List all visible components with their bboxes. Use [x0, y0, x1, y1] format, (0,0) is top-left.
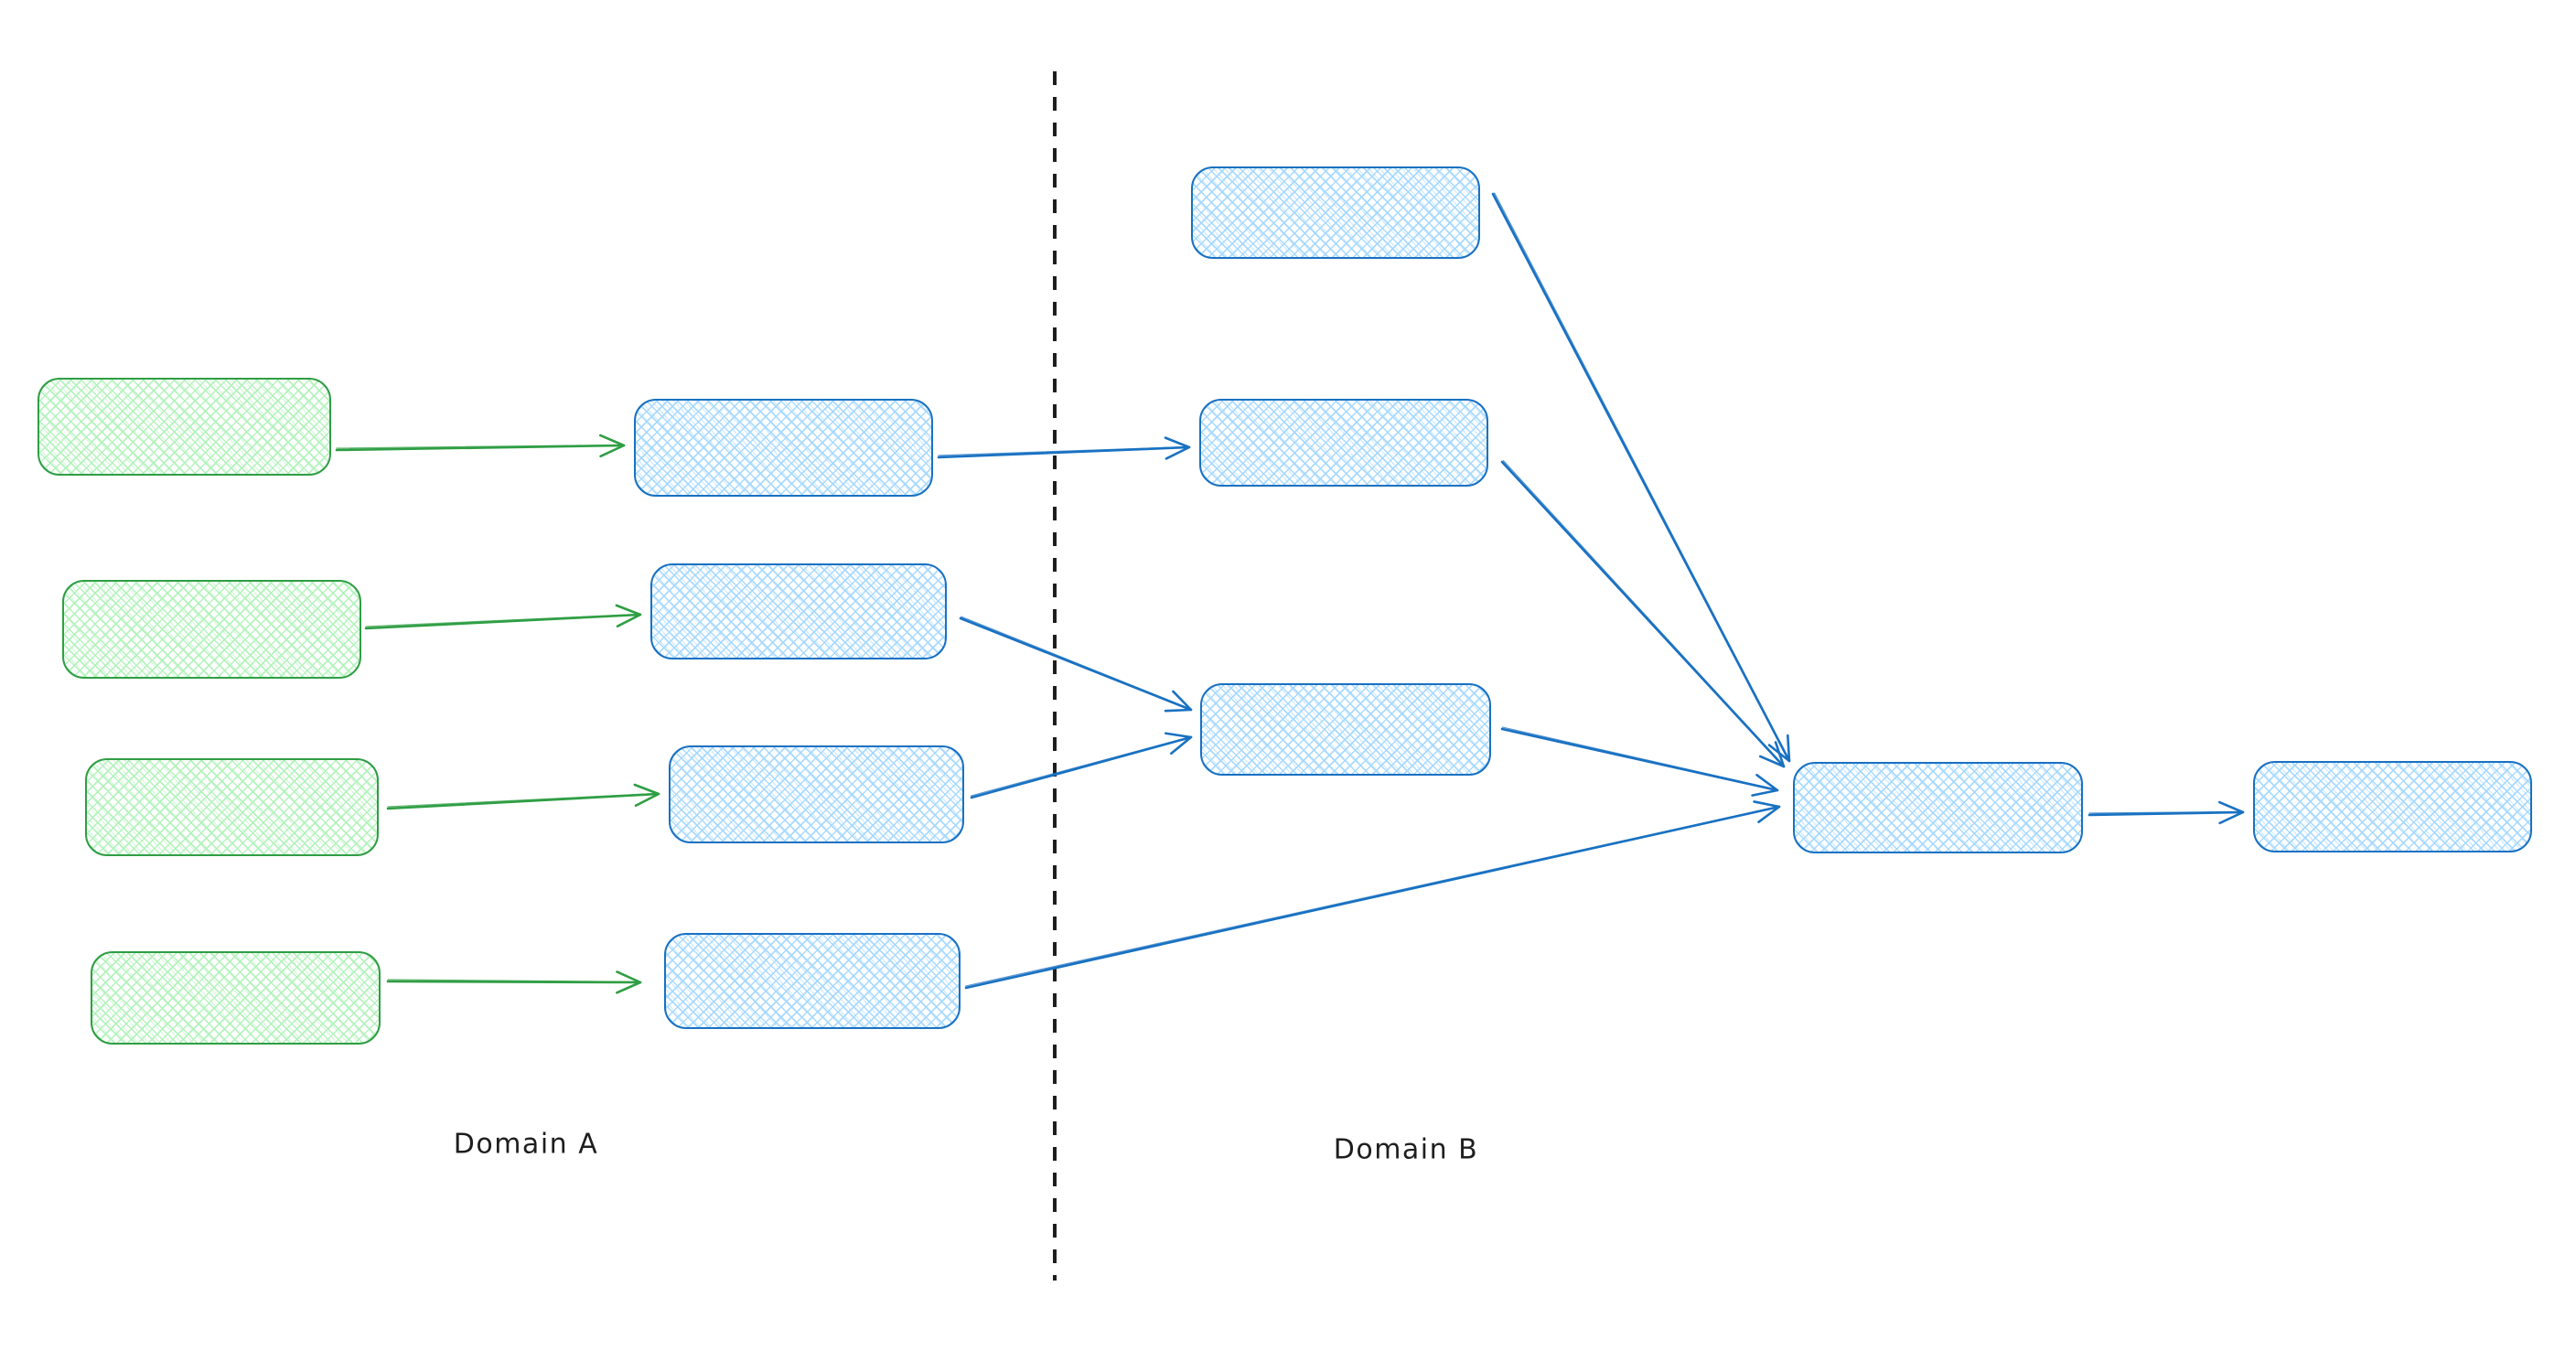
arrow-blue-b2-to-blue-merge: [1500, 460, 1786, 768]
node-blue-a4: [664, 933, 961, 1029]
node-blue-a1: [634, 399, 933, 497]
arrow-blue-a2-to-blue-b3: [959, 616, 1193, 713]
domain-b-label: Domain B: [1333, 1133, 1479, 1166]
node-blue-a2: [650, 563, 947, 659]
arrow-green-3-to-blue-a3: [386, 783, 660, 810]
arrow-blue-a1-to-blue-b2: [937, 436, 1191, 460]
arrow-blue-a4-to-blue-merge: [964, 800, 1781, 990]
node-green-3: [85, 758, 379, 856]
arrow-green-4-to-blue-a4: [386, 970, 642, 994]
arrow-blue-b1-to-blue-merge: [1491, 192, 1791, 763]
arrow-blue-merge-to-output: [2088, 800, 2245, 825]
domain-a-label: Domain A: [453, 1128, 599, 1161]
arrow-green-1-to-blue-a1: [335, 434, 626, 458]
arrow-green-2-to-blue-a2: [364, 604, 642, 630]
node-blue-output: [2253, 761, 2532, 852]
node-blue-b1: [1191, 166, 1480, 259]
arrow-blue-b3-to-blue-merge: [1500, 726, 1779, 797]
node-green-1: [38, 378, 331, 476]
node-blue-a3: [669, 745, 964, 843]
node-green-4: [91, 951, 381, 1045]
node-blue-b2: [1199, 399, 1488, 487]
node-blue-merge: [1793, 762, 2083, 853]
node-green-2: [62, 580, 361, 679]
node-blue-b3: [1200, 683, 1491, 776]
arrow-blue-a3-to-blue-b3: [970, 732, 1193, 799]
